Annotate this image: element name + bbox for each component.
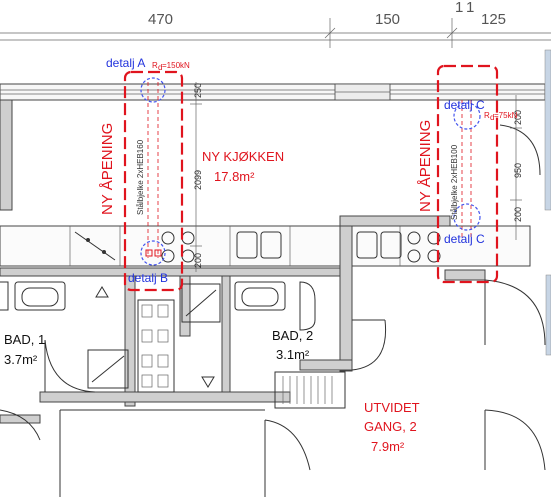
svg-text:d: d <box>490 113 494 122</box>
bath2-name: BAD, 2 <box>272 328 313 343</box>
interior-walls <box>0 99 486 424</box>
dimension-250: 250 <box>193 83 203 98</box>
right-opening: Stålbjelke 2xHEB100 NY ÅPENING detalj C … <box>417 64 518 284</box>
bath2-label: BAD, 2 3.1m² <box>272 328 313 362</box>
right-load-label: R d =75kN <box>484 111 518 122</box>
hall-area: 7.9m² <box>371 439 405 454</box>
bath2-area: 3.1m² <box>276 347 310 362</box>
bath1-area: 3.7m² <box>4 352 38 367</box>
door-swings <box>0 124 546 497</box>
detail-a-label: detalj A <box>106 56 145 70</box>
detail-c-top-label: detalj C <box>444 98 485 112</box>
kitchen-counter <box>0 225 531 267</box>
kitchen-area: 17.8m² <box>214 169 255 184</box>
dimension-470: 470 <box>148 11 173 28</box>
dimension-200-right-bottom: 200 <box>513 207 523 222</box>
svg-text:=150kN: =150kN <box>162 61 190 70</box>
svg-text:R: R <box>484 111 490 120</box>
left-opening-label: NY ÅPENING <box>99 123 116 215</box>
bathroom-fixtures <box>0 281 346 409</box>
dimension-tick-2: 1 <box>466 0 474 16</box>
dimension-tick-1: 1 <box>455 0 463 16</box>
right-beam-label: Stålbjelke 2xHEB100 <box>450 144 459 220</box>
dimension-200-right-top: 200 <box>513 110 523 125</box>
dimension-125: 125 <box>481 11 506 28</box>
hall-label: UTVIDET GANG, 2 7.9m² <box>364 400 420 454</box>
right-opening-label: NY ÅPENING <box>417 120 434 212</box>
hall-line1: UTVIDET <box>364 400 420 415</box>
svg-text:=75kN: =75kN <box>494 111 518 120</box>
left-beam-label: Stålbjelke 2xHEB160 <box>136 139 145 215</box>
bath1-label: BAD, 1 3.7m² <box>4 332 45 367</box>
detail-c-bottom-label: detalj C <box>444 232 485 246</box>
left-opening: Stålbjelke 2xHEB160 NY ÅPENING detalj A … <box>99 56 190 292</box>
hall-line2: GANG, 2 <box>364 419 417 434</box>
dimension-2099: 2099 <box>193 170 203 190</box>
dimension-150: 150 <box>375 11 400 28</box>
left-load-label: R d =150kN <box>152 61 190 72</box>
svg-text:R: R <box>152 61 158 70</box>
kitchen-label: NY KJØKKEN 17.8m² <box>202 149 284 184</box>
right-vertical-dimension: 200 950 200 <box>510 95 523 240</box>
detail-b-label: detalj B <box>128 271 168 285</box>
dimension-200-left: 200 <box>193 253 203 268</box>
dimension-950: 950 <box>513 163 523 178</box>
svg-text:d: d <box>158 63 162 72</box>
top-dimension-line: 470 150 125 1 1 <box>0 0 551 48</box>
top-exterior-wall <box>0 49 551 356</box>
kitchen-name: NY KJØKKEN <box>202 149 284 164</box>
left-vertical-dimension: 250 2099 200 <box>190 82 203 272</box>
bath1-name: BAD, 1 <box>4 332 45 347</box>
